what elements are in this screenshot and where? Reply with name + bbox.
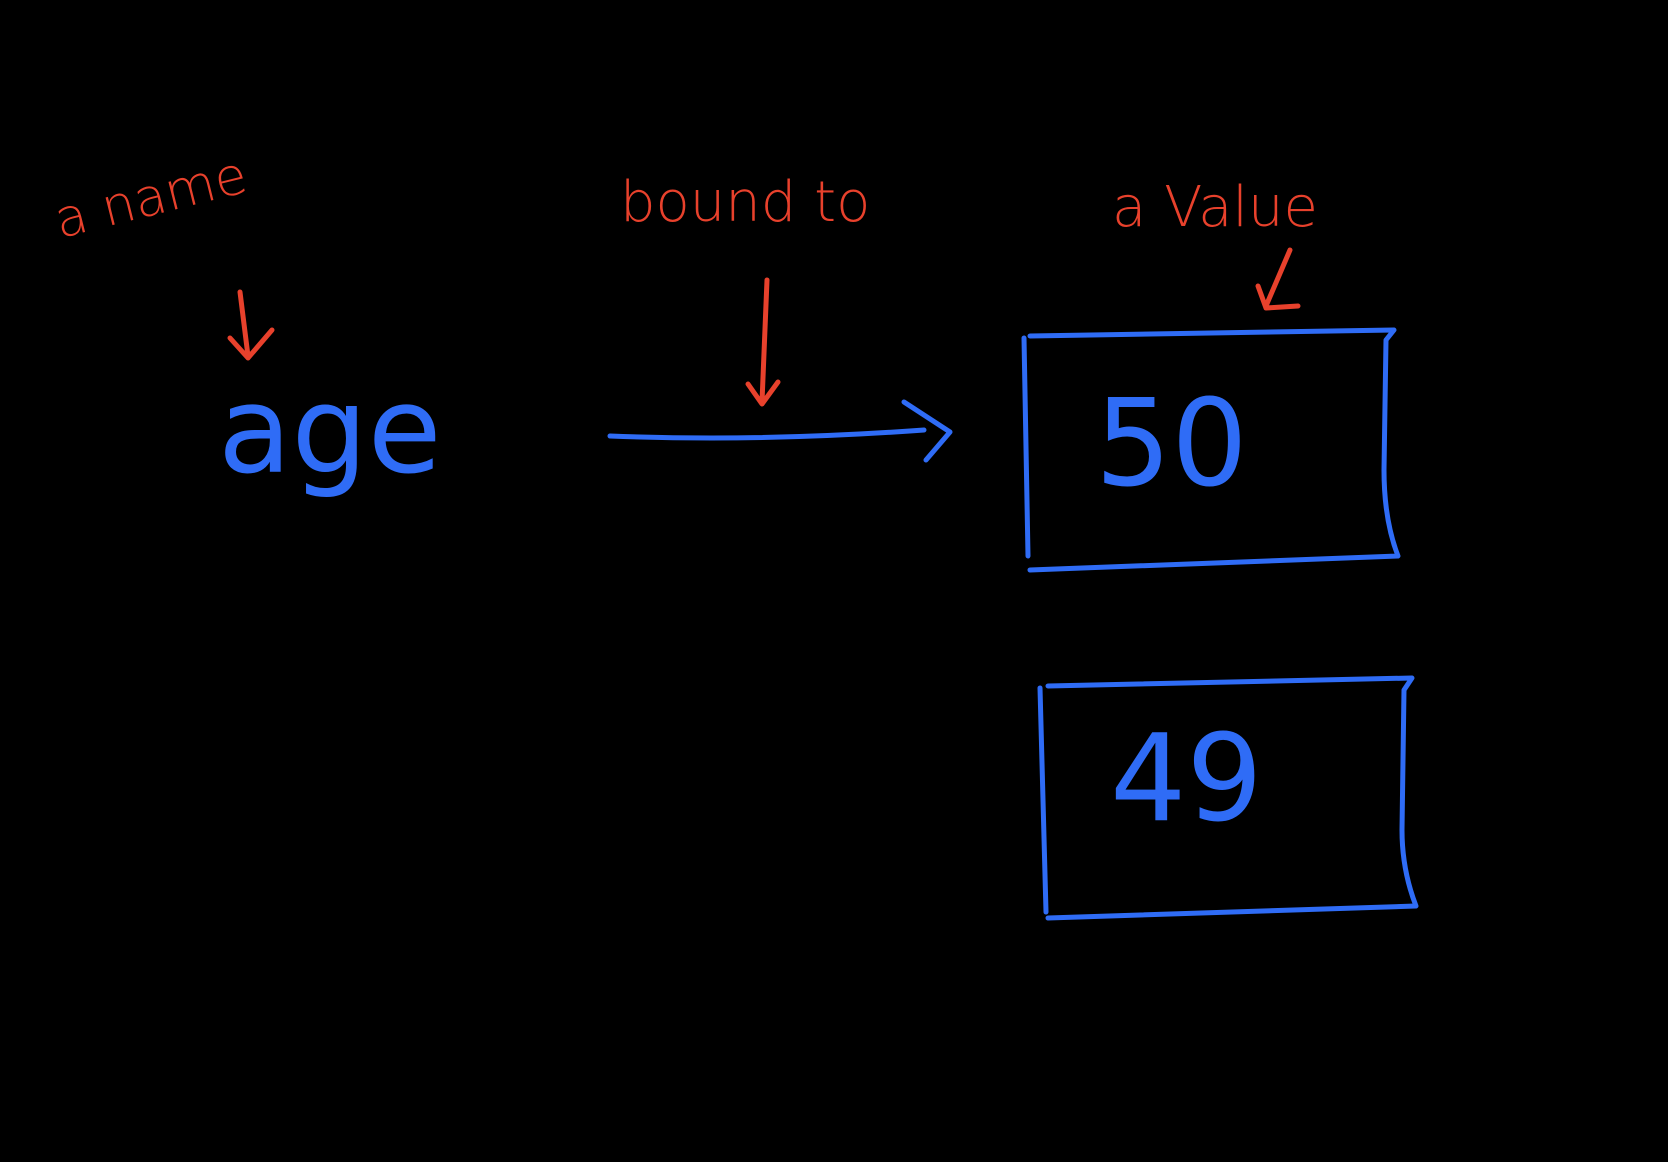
previous-value-box [1037,675,1419,921]
value-pointer-arrow [1255,247,1301,311]
previous-value: 49 [1110,710,1263,849]
bound-pointer-arrow [745,277,781,407]
current-value: 50 [1095,375,1248,514]
binding-arrow [607,399,953,463]
value-annotation: a Value [1112,175,1318,240]
variable-name: age [218,362,442,501]
name-pointer-arrow [227,289,275,361]
current-value-box [1021,327,1401,573]
bound-annotation: bound to [620,170,871,235]
